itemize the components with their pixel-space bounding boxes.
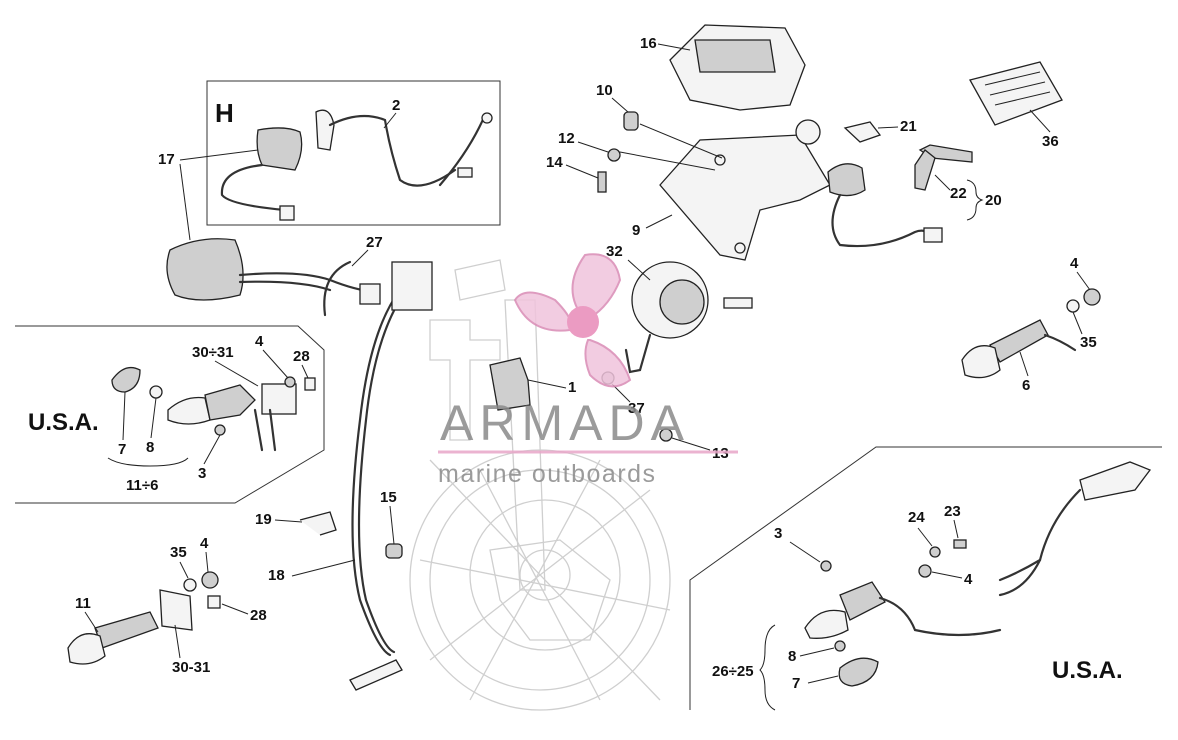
callout-23: 23: [944, 503, 961, 520]
watermark-tagline: marine outboards: [438, 460, 657, 488]
callout-9: 9: [632, 222, 640, 239]
left-front-indicator: 35 4 28 11 30-31: [67, 535, 267, 676]
instrument-cluster: 16: [640, 24, 806, 111]
callout-11-6: 11÷6: [126, 477, 158, 494]
horn-relay-group: 32 1 37 13: [489, 243, 753, 462]
callout-30-31-top: 30÷31: [192, 344, 234, 361]
callout-10: 10: [596, 82, 613, 99]
owners-booklet: 36: [969, 61, 1063, 150]
callout-28-left-bottom: 28: [250, 607, 267, 624]
callout-22: 22: [950, 185, 967, 202]
callout-4-right: 4: [964, 571, 973, 588]
main-harness: 18 19 15: [255, 261, 433, 691]
callout-21: 21: [900, 118, 917, 135]
callout-11: 11: [75, 595, 91, 612]
usa-right-box: U.S.A. 24 23 4 3 8 7 26÷25: [689, 446, 1162, 711]
callout-30-31-bottom: 30-31: [172, 659, 210, 676]
callout-26-25: 26÷25: [712, 663, 754, 680]
usa-left-label: U.S.A.: [28, 409, 99, 436]
callout-35-right: 35: [1080, 334, 1097, 351]
armada-watermark: ARMADA marine outboards: [438, 253, 738, 488]
callout-14: 14: [546, 154, 563, 171]
callout-36: 36: [1042, 133, 1059, 150]
callout-8-left: 8: [146, 439, 154, 456]
callout-7-right: 7: [792, 675, 800, 692]
callout-17: 17: [158, 151, 175, 168]
callout-6: 6: [1022, 377, 1030, 394]
callout-15: 15: [380, 489, 397, 506]
ignition-switch: 21 22 20: [827, 118, 1002, 248]
callout-4-left-bottom: 4: [200, 535, 209, 552]
dash-bracket: 9: [632, 119, 831, 261]
callout-16: 16: [640, 35, 657, 52]
watermark-brand: ARMADA: [440, 395, 690, 451]
callout-19: 19: [255, 511, 272, 528]
callout-32: 32: [606, 243, 623, 260]
callout-37: 37: [628, 400, 645, 417]
section-h-box: H 2: [206, 80, 501, 226]
callout-4-right-top: 4: [1070, 255, 1079, 272]
callout-2: 2: [392, 97, 400, 114]
callout-24: 24: [908, 509, 925, 526]
usa-right-label: U.S.A.: [1052, 657, 1123, 684]
callout-18: 18: [268, 567, 285, 584]
section-h-label: H: [215, 98, 234, 128]
right-front-indicator: 4 35 6: [961, 255, 1101, 394]
callout-3-left: 3: [198, 465, 206, 482]
usa-left-box: U.S.A. 30÷31 4 28 7 8 3 11÷6: [15, 325, 325, 504]
callout-7-left: 7: [118, 441, 126, 458]
left-switch-assembly: 17 27: [158, 149, 383, 317]
callout-27: 27: [366, 234, 383, 251]
callout-28-left: 28: [293, 348, 310, 365]
callout-8-right: 8: [788, 648, 796, 665]
callout-1: 1: [568, 379, 576, 396]
callout-12: 12: [558, 130, 575, 147]
callout-20: 20: [985, 192, 1002, 209]
callout-3-right: 3: [774, 525, 782, 542]
dash-fasteners: 10 12 14: [546, 82, 723, 193]
callout-4-left: 4: [255, 333, 264, 350]
callout-35-left: 35: [170, 544, 187, 561]
propeller-logo: [513, 253, 632, 388]
